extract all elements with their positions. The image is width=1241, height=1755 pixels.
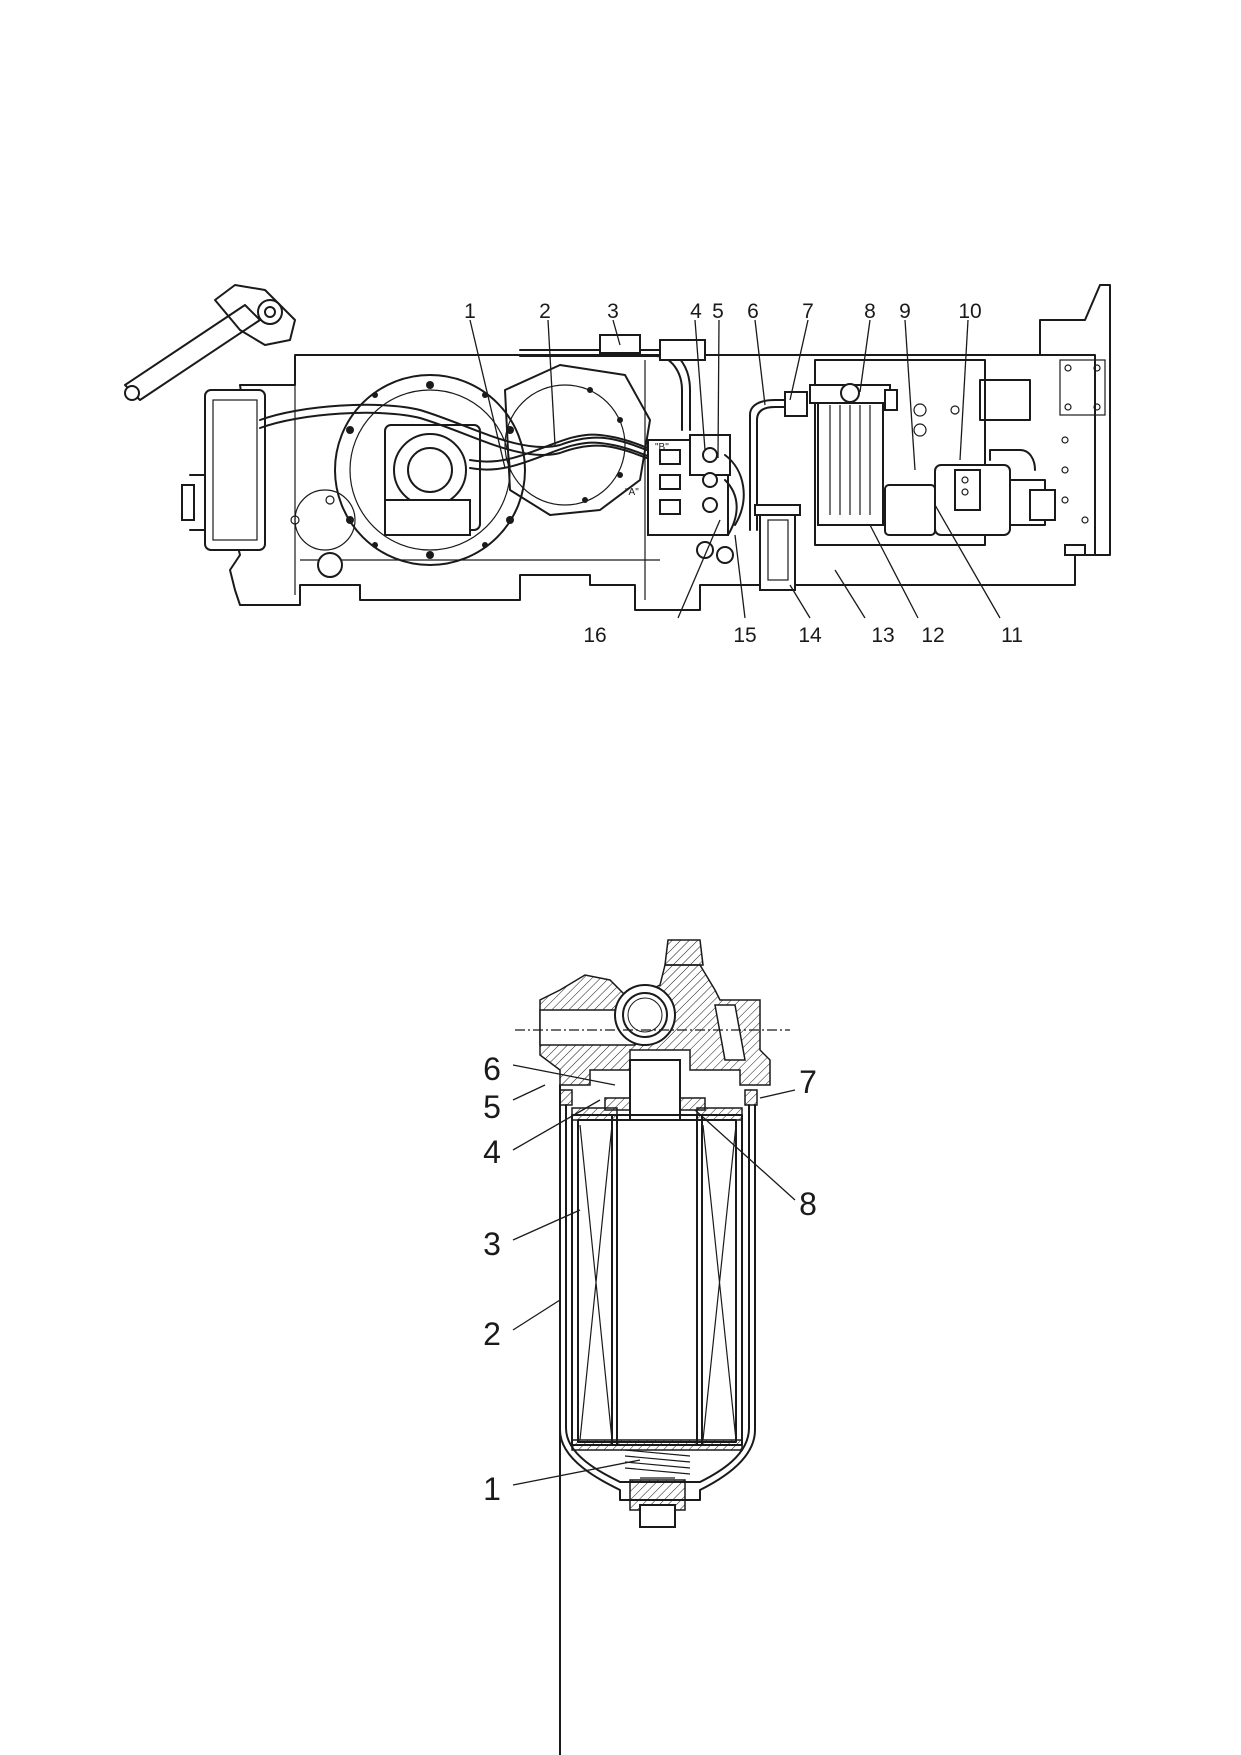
callout-8: 8	[864, 300, 876, 323]
callout-8: 8	[799, 1186, 817, 1222]
callout-11: 11	[1001, 624, 1023, 647]
callout-12: 12	[921, 624, 944, 647]
callout-10: 10	[958, 300, 981, 323]
callout-3: 3	[483, 1226, 501, 1262]
port-b-label: "B"	[655, 442, 669, 453]
callout-9: 9	[899, 300, 911, 323]
callout-13: 13	[871, 624, 894, 647]
callout-3: 3	[607, 300, 619, 323]
port-a-label: "A"	[625, 487, 639, 498]
callout-15: 15	[733, 624, 756, 647]
transmission-assembly-drawing: "B" "A"	[124, 284, 1111, 647]
callout-1: 1	[483, 1471, 501, 1507]
callout-4: 4	[483, 1134, 501, 1170]
callout-2: 2	[539, 300, 551, 323]
callout-1: 1	[464, 300, 476, 323]
filter-cross-section-drawing: 6 5 4 3 2 1 7 8	[483, 939, 817, 1755]
callout-6: 6	[747, 300, 759, 323]
callout-6: 6	[483, 1051, 501, 1087]
callout-16: 16	[583, 624, 606, 647]
callout-14: 14	[798, 624, 822, 647]
callout-5: 5	[483, 1089, 501, 1125]
callout-7: 7	[802, 300, 814, 323]
callout-4: 4	[690, 300, 702, 323]
callout-5: 5	[712, 300, 724, 323]
callout-7: 7	[799, 1064, 817, 1100]
callout-2: 2	[483, 1316, 501, 1352]
